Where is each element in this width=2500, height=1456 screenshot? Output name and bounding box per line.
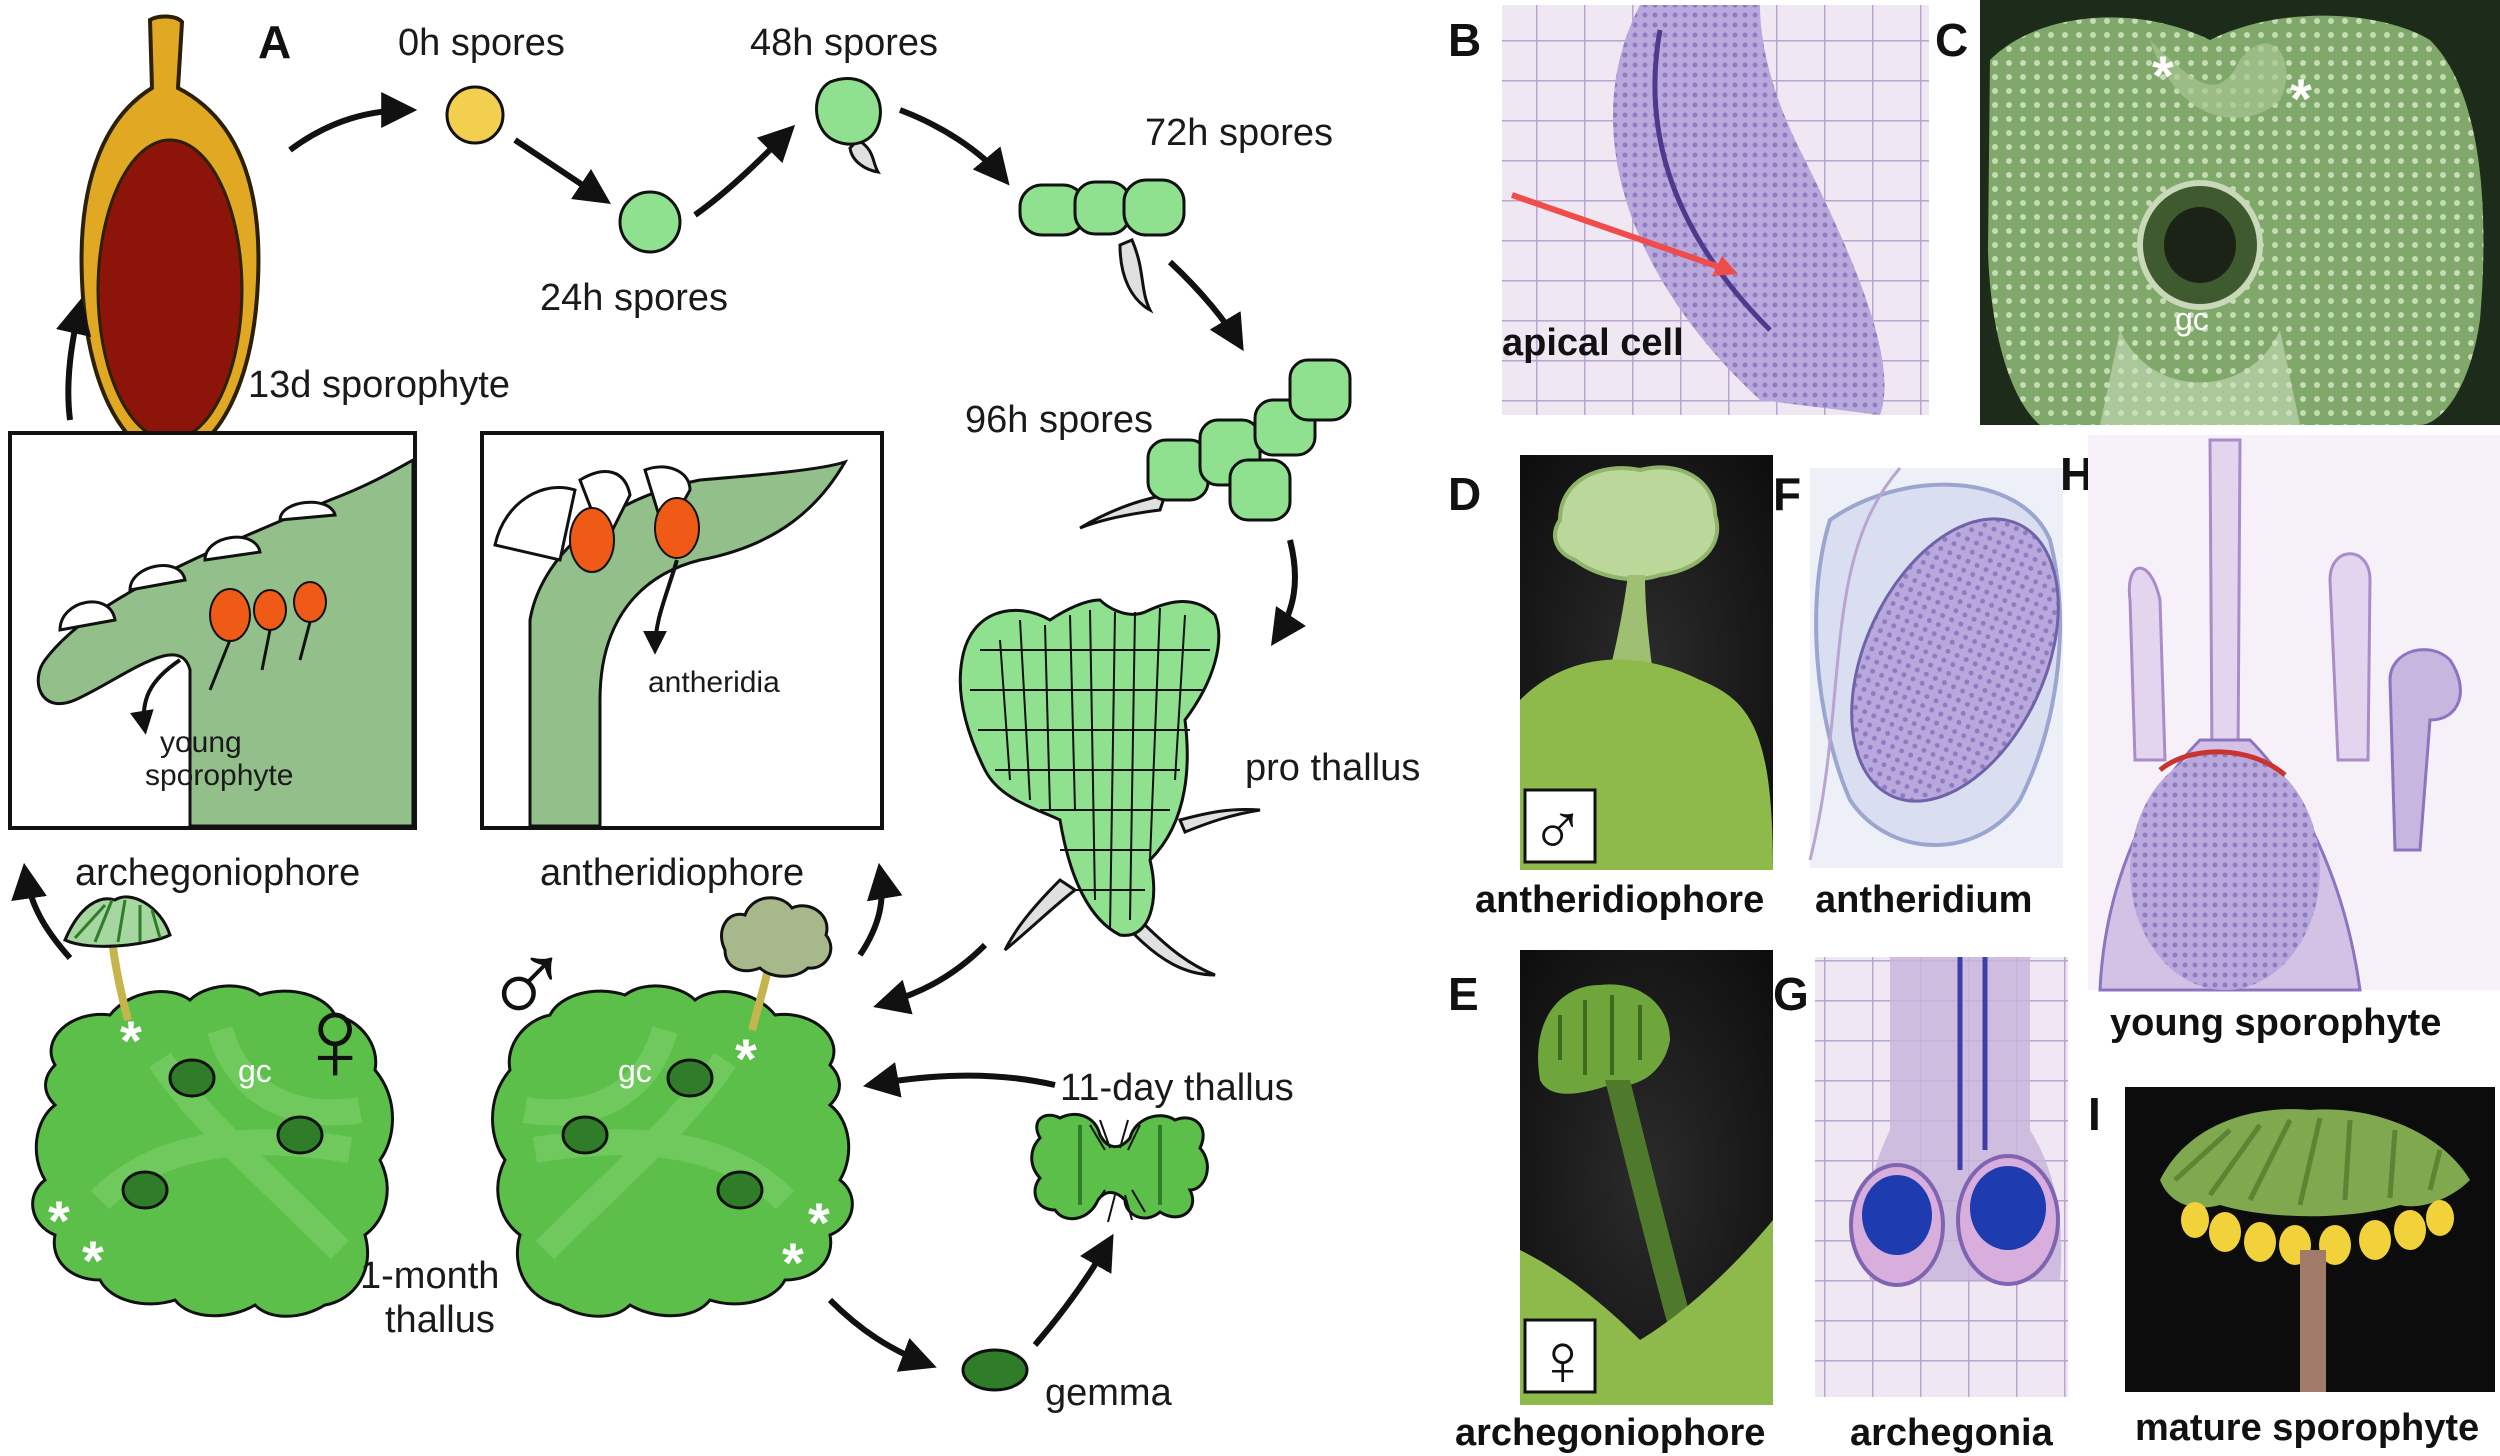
label-young-line2: sporophyte: [145, 759, 293, 792]
asterisk: *: [782, 1231, 804, 1294]
asterisk: *: [735, 1027, 757, 1090]
cycle-arrows: [11, 92, 1306, 1372]
label-archegoniophore: archegoniophore: [75, 852, 360, 894]
caption-apical-cell: apical cell: [1502, 322, 1684, 364]
label-pro-thallus: pro thallus: [1245, 747, 1420, 789]
female-symbol: ♀: [290, 972, 380, 1106]
spore-24h: [618, 190, 682, 254]
panel-label-i: I: [2088, 1088, 2101, 1140]
panel-label-d: D: [1448, 468, 1481, 520]
thallus-1-month-female: [31, 895, 394, 1318]
label-antheridiophore: antheridiophore: [540, 852, 804, 894]
asterisk: *: [2152, 44, 2174, 107]
label-72h-spores: 72h spores: [1145, 112, 1333, 154]
photo-e-female-symbol: ♀: [1535, 1318, 1591, 1401]
label-antheridia: antheridia: [648, 666, 780, 699]
thallus-1-month-male: [491, 896, 854, 1318]
caption-archegonia: archegonia: [1850, 1412, 2054, 1454]
antheridiophore-detail-box: [480, 431, 884, 830]
panel-label-f: F: [1773, 468, 1801, 520]
spore-72h: [1018, 178, 1186, 314]
spore-0h: [445, 85, 505, 145]
archegoniophore-detail-box: [8, 431, 417, 830]
caption-archegoniophore: archegoniophore: [1455, 1412, 1765, 1454]
panel-label-e: E: [1448, 968, 1479, 1020]
thallus-11-day: [1030, 1112, 1209, 1223]
male-symbol: ♂: [482, 917, 572, 1051]
photo-c-gc-label: gc: [2175, 301, 2209, 337]
photo-f-antheridium: [1808, 467, 2063, 868]
label-gemma: gemma: [1045, 1372, 1173, 1414]
label-24h-spores: 24h spores: [540, 277, 728, 319]
panel-label-c: C: [1935, 14, 1968, 66]
spore-48h: [815, 76, 882, 175]
asterisk: *: [82, 1229, 104, 1292]
label-48h-spores: 48h spores: [750, 22, 938, 64]
asterisk: *: [808, 1191, 830, 1254]
panel-label-b: B: [1448, 14, 1481, 66]
photo-b-apical-cell: [1502, 5, 1929, 415]
label-1-month-line1: 1-month: [360, 1255, 499, 1297]
asterisk: *: [120, 1009, 142, 1072]
label-1-month-line2: thallus: [385, 1299, 495, 1341]
gemma: [961, 1348, 1029, 1392]
caption-young-sporophyte: young sporophyte: [2110, 1002, 2441, 1044]
asterisk: *: [48, 1189, 70, 1252]
photo-h-young-sporophyte: [2088, 435, 2500, 992]
caption-antheridium: antheridium: [1815, 879, 2032, 921]
label-0h-spores: 0h spores: [398, 22, 565, 64]
photo-d-male-symbol: ♂: [1530, 788, 1586, 871]
panel-label-g: G: [1773, 968, 1809, 1020]
pro-thallus: [958, 598, 1261, 977]
label-young-line1: young: [160, 726, 242, 759]
caption-mature-sporophyte: mature sporophyte: [2135, 1407, 2479, 1449]
label-gc-female: gc: [238, 1053, 272, 1089]
sporophyte-capsule: [79, 14, 261, 463]
label-13d-sporophyte: 13d sporophyte: [248, 364, 510, 406]
photo-c-thallus-gemma-cup: [1980, 0, 2500, 425]
label-96h-spores: 96h spores: [965, 399, 1153, 441]
photo-g-archegonia: [1815, 957, 2068, 1397]
caption-antheridiophore: antheridiophore: [1475, 879, 1764, 921]
photo-i-mature-sporophyte: [2125, 1087, 2495, 1392]
asterisk: *: [2290, 67, 2312, 130]
spore-96h: [1079, 358, 1352, 530]
label-11-day-thallus: 11-day thallus: [1060, 1067, 1294, 1109]
photo-e-archegoniophore: [1520, 950, 1773, 1405]
photo-d-antheridiophore: [1520, 455, 1773, 870]
panel-label-a: A: [258, 16, 291, 68]
panel-label-h: H: [2060, 448, 2093, 500]
label-gc-male: gc: [618, 1053, 652, 1089]
